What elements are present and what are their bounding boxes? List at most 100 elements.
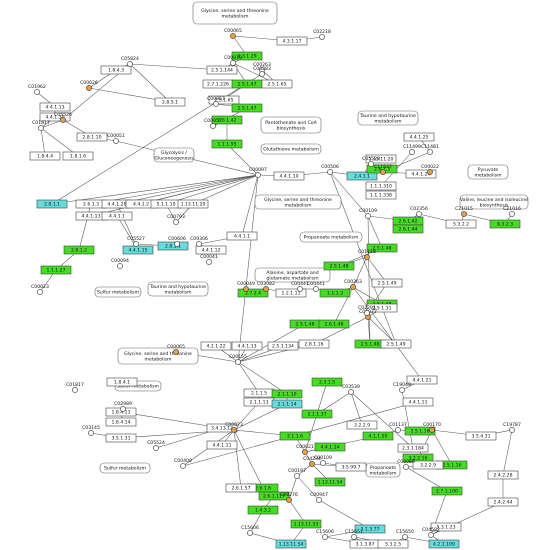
- enzyme-box[interactable]: 2.1.1.10: [271, 389, 303, 399]
- compound-node[interactable]: C05824: [121, 56, 139, 67]
- pathway-link[interactable]: Sulfur metabolism: [99, 462, 151, 474]
- enzyme-box[interactable]: 4.1.1.50: [362, 431, 394, 441]
- enzyme-box[interactable]: 2.3.1.184: [397, 443, 429, 453]
- compound-node[interactable]: C00041: [200, 254, 218, 265]
- compound-node[interactable]: C15606: [316, 529, 334, 540]
- compound-node[interactable]: C00957: [204, 118, 222, 129]
- enzyme-box[interactable]: 2.5.1.16: [404, 426, 436, 436]
- enzyme-box[interactable]: 2.3.1.5: [311, 377, 343, 387]
- enzyme-box[interactable]: 2.5.1.48: [289, 319, 321, 329]
- enzyme-box[interactable]: 2.8.1.1: [36, 199, 68, 209]
- enzyme-box[interactable]: 2.6.1.117: [258, 491, 290, 501]
- compound-node[interactable]: C00263: [344, 279, 362, 290]
- enzyme-box[interactable]: 2.5.1.65: [208, 95, 240, 105]
- enzyme-box[interactable]: 4.4.1.15: [122, 245, 154, 255]
- enzyme-box[interactable]: 1.13.11.54: [275, 539, 307, 549]
- enzyme-box[interactable]: 2.7.2.4: [237, 288, 269, 298]
- enzyme-box[interactable]: 2.5.1.144: [206, 65, 238, 75]
- enzyme-box[interactable]: 2.6.1.42: [211, 115, 243, 125]
- enzyme-box[interactable]: 4.4.1.14: [314, 442, 346, 452]
- enzyme-box[interactable]: 4.4.1.11: [402, 397, 434, 407]
- compound-node[interactable]: C00051: [107, 133, 125, 144]
- enzyme-box[interactable]: 2.5.1.48: [366, 243, 398, 253]
- compound-node[interactable]: C00957: [207, 96, 225, 107]
- compound-node[interactable]: C00022: [421, 164, 439, 175]
- compound-node[interactable]: C21015: [455, 206, 473, 217]
- enzyme-box[interactable]: 4.3.1.17: [276, 36, 308, 46]
- enzyme-box[interactable]: 1.13.11.20: [177, 199, 209, 209]
- enzyme-box[interactable]: 4.4.1.1: [226, 231, 258, 241]
- compound-node[interactable]: C00947: [310, 492, 328, 503]
- enzyme-box[interactable]: 2.8.1.10: [76, 132, 108, 142]
- enzyme-box[interactable]: 2.3.1.29: [231, 51, 263, 61]
- compound-node[interactable]: C00979: [224, 55, 242, 66]
- enzyme-box[interactable]: 3.2.2.9: [412, 460, 444, 470]
- enzyme-box[interactable]: 4.4.1.13: [75, 211, 107, 221]
- compound-node[interactable]: C05526: [54, 112, 72, 123]
- enzyme-box[interactable]: 2.7.1.226: [202, 79, 234, 89]
- enzyme-box[interactable]: 2.8.1.1: [157, 241, 189, 251]
- enzyme-box[interactable]: 4.4.1.30: [39, 112, 71, 122]
- enzyme-box[interactable]: 2.4.1.1: [346, 171, 378, 181]
- compound-node[interactable]: C00021: [296, 444, 314, 455]
- compound-node[interactable]: C00441: [291, 281, 309, 292]
- enzyme-box[interactable]: 4.4.1.10: [273, 171, 305, 181]
- compound-node[interactable]: C03082: [257, 281, 275, 292]
- enzyme-box[interactable]: 2.5.1.49: [380, 339, 412, 349]
- compound-node[interactable]: C00441: [307, 281, 325, 292]
- compound-node[interactable]: C00073: [225, 422, 243, 433]
- enzyme-box[interactable]: 4.4.1.24: [405, 169, 437, 179]
- compound-node[interactable]: C00109: [314, 455, 332, 466]
- compound-node[interactable]: C04234: [303, 456, 321, 467]
- enzyme-box[interactable]: 2.5.1.48: [354, 339, 386, 349]
- compound-node[interactable]: C00109: [359, 208, 377, 219]
- compound-node[interactable]: C00170: [423, 422, 441, 433]
- compound-node[interactable]: C19787: [503, 422, 521, 433]
- pathway-link[interactable]: Valine, leucine and isoleucinebiosynthes…: [459, 194, 529, 210]
- enzyme-box[interactable]: 2.6.1.42: [392, 216, 424, 226]
- enzyme-box[interactable]: 2.1.1.14: [271, 399, 303, 409]
- compound-node[interactable]: C03089: [397, 459, 415, 470]
- compound-node[interactable]: C00097: [249, 167, 267, 178]
- enzyme-box[interactable]: 4.4.1.13: [39, 102, 71, 112]
- compound-node[interactable]: C00793: [167, 214, 185, 225]
- pathway-link[interactable]: Sulfur metabolism: [94, 286, 142, 298]
- compound-node[interactable]: C02989: [114, 401, 132, 412]
- compound-node[interactable]: C00023: [31, 284, 49, 295]
- compound-node[interactable]: C02291: [358, 305, 376, 316]
- enzyme-box[interactable]: 1.13.11.54: [314, 477, 346, 487]
- enzyme-box[interactable]: 2.4.2.28: [487, 470, 519, 480]
- enzyme-box[interactable]: 2.5.1.47: [231, 79, 263, 89]
- compound-node[interactable]: C00409: [174, 458, 192, 469]
- compound-node[interactable]: C19049: [393, 382, 411, 393]
- enzyme-box[interactable]: 3.1.3.87: [349, 539, 381, 549]
- compound-node[interactable]: C01817: [32, 120, 50, 131]
- compound-node[interactable]: C03539: [342, 384, 360, 395]
- enzyme-box[interactable]: 2.7.1.100: [431, 486, 463, 496]
- compound-node[interactable]: C01118: [358, 249, 376, 260]
- compound-node[interactable]: C00026: [80, 80, 98, 91]
- enzyme-box[interactable]: 2.5.1.65: [261, 79, 293, 89]
- compound-node[interactable]: C05528: [362, 156, 380, 167]
- enzyme-box[interactable]: 1.8.1.6: [62, 151, 94, 161]
- compound-node[interactable]: C01962: [28, 84, 46, 95]
- compound-node[interactable]: C00283: [253, 66, 271, 77]
- compound-node[interactable]: C00094: [111, 258, 129, 269]
- enzyme-box[interactable]: 3.5.99.7: [335, 462, 367, 472]
- enzyme-box[interactable]: 1.1.1.310: [365, 181, 397, 191]
- pathway-link[interactable]: Glutathione metabolism: [260, 143, 322, 155]
- compound-node[interactable]: C00065: [224, 28, 242, 39]
- enzyme-box[interactable]: 1.1.1.3: [319, 288, 351, 298]
- enzyme-box[interactable]: 2.1.1.6: [279, 431, 311, 441]
- enzyme-box[interactable]: 1.8.4.4: [29, 151, 61, 161]
- enzyme-box[interactable]: 4.4.1.12: [195, 245, 227, 255]
- compound-node[interactable]: C11481: [421, 144, 439, 155]
- enzyme-box[interactable]: 4.2.1.109: [428, 539, 460, 549]
- enzyme-box[interactable]: 8.3.2.3: [489, 219, 521, 229]
- enzyme-box[interactable]: 2.5.1.134: [267, 341, 299, 351]
